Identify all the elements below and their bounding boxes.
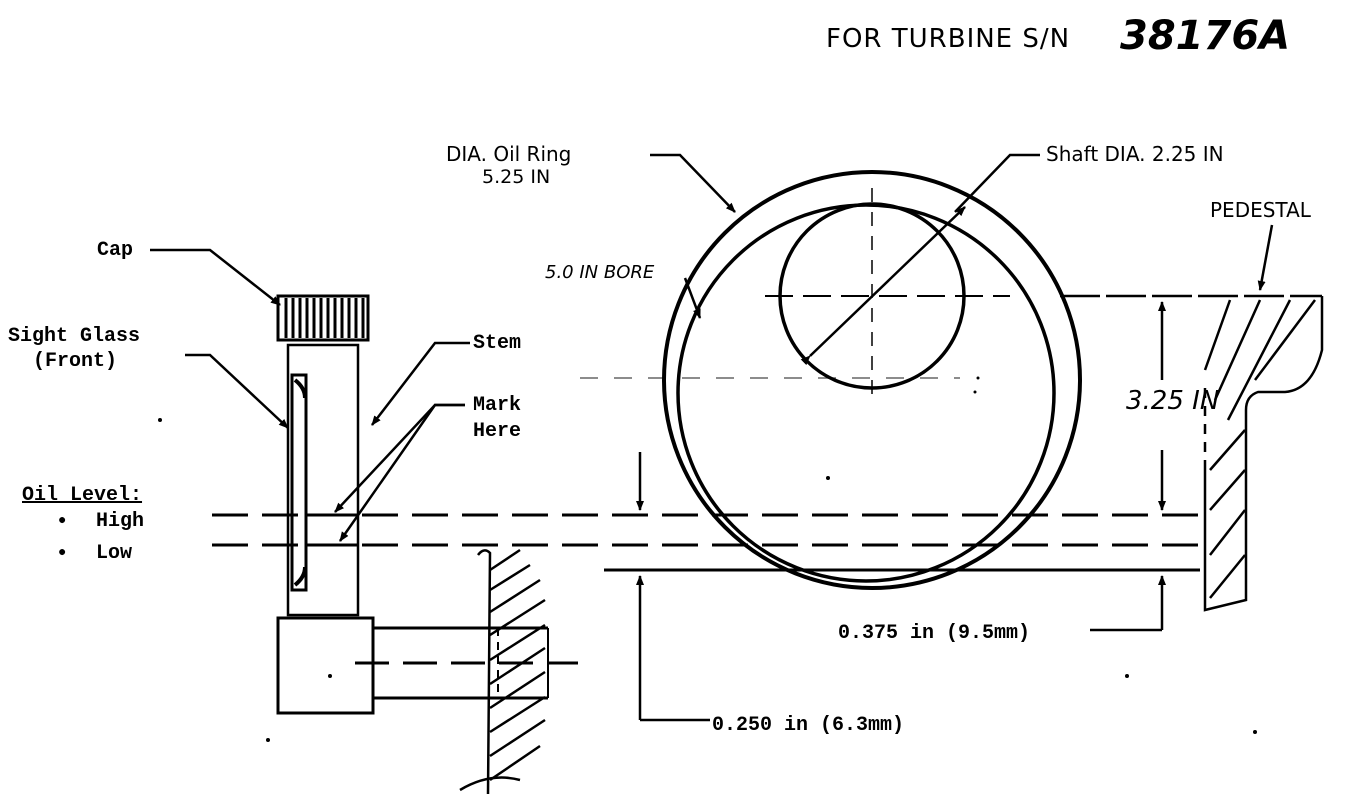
oil-level-low-label: Low xyxy=(96,542,133,565)
cap-label: Cap xyxy=(97,239,134,262)
stem-body xyxy=(286,343,360,617)
sight-glass-assembly xyxy=(276,294,578,715)
wall-hatch xyxy=(459,548,546,794)
bearing-assembly xyxy=(580,170,1082,590)
pedestal xyxy=(1060,294,1324,612)
oil-level-lines xyxy=(212,513,1200,572)
header-prefix: FOR TURBINE S/N xyxy=(826,24,1071,54)
oil-ring-circle xyxy=(662,170,1082,590)
dimension-0-250 xyxy=(636,452,710,722)
fitting-body xyxy=(276,616,375,715)
leader-arrows xyxy=(150,153,1274,542)
sight-glass-label: Sight Glass xyxy=(8,325,141,348)
dim-0-250-label: 0.250 in (6.3mm) xyxy=(712,714,905,737)
mark-here-label: Here xyxy=(473,420,522,443)
oil-ring-label: DIA. Oil Ring xyxy=(446,142,572,166)
oil-level-title: Oil Level: xyxy=(22,484,143,507)
bore-circle xyxy=(676,203,1056,583)
cap-knurling xyxy=(284,298,365,338)
oil-level-high-bullet: ● xyxy=(58,513,67,529)
oil-ring-dia-label: 5.25 IN xyxy=(482,166,551,188)
header-serial: 38176A xyxy=(1120,13,1291,59)
dim-3-25-label: 3.25 IN xyxy=(1126,386,1220,416)
scan-specks xyxy=(158,376,1257,742)
dim-0-375-label: 0.375 in (9.5mm) xyxy=(838,622,1031,645)
bore-label: 5.0 IN BORE xyxy=(545,262,655,283)
mark-label: Mark xyxy=(473,394,522,417)
oil-level-high-label: High xyxy=(96,510,145,533)
pedestal-label: PEDESTAL xyxy=(1210,198,1311,222)
sight-glass-sub-label: (Front) xyxy=(33,350,118,373)
oil-level-low-bullet: ● xyxy=(58,545,67,561)
dimension-0-375 xyxy=(1090,575,1166,632)
stem-label: Stem xyxy=(473,332,522,355)
sight-glass-window xyxy=(290,373,308,592)
shaft-dia-label: Shaft DIA. 2.25 IN xyxy=(1046,142,1224,166)
